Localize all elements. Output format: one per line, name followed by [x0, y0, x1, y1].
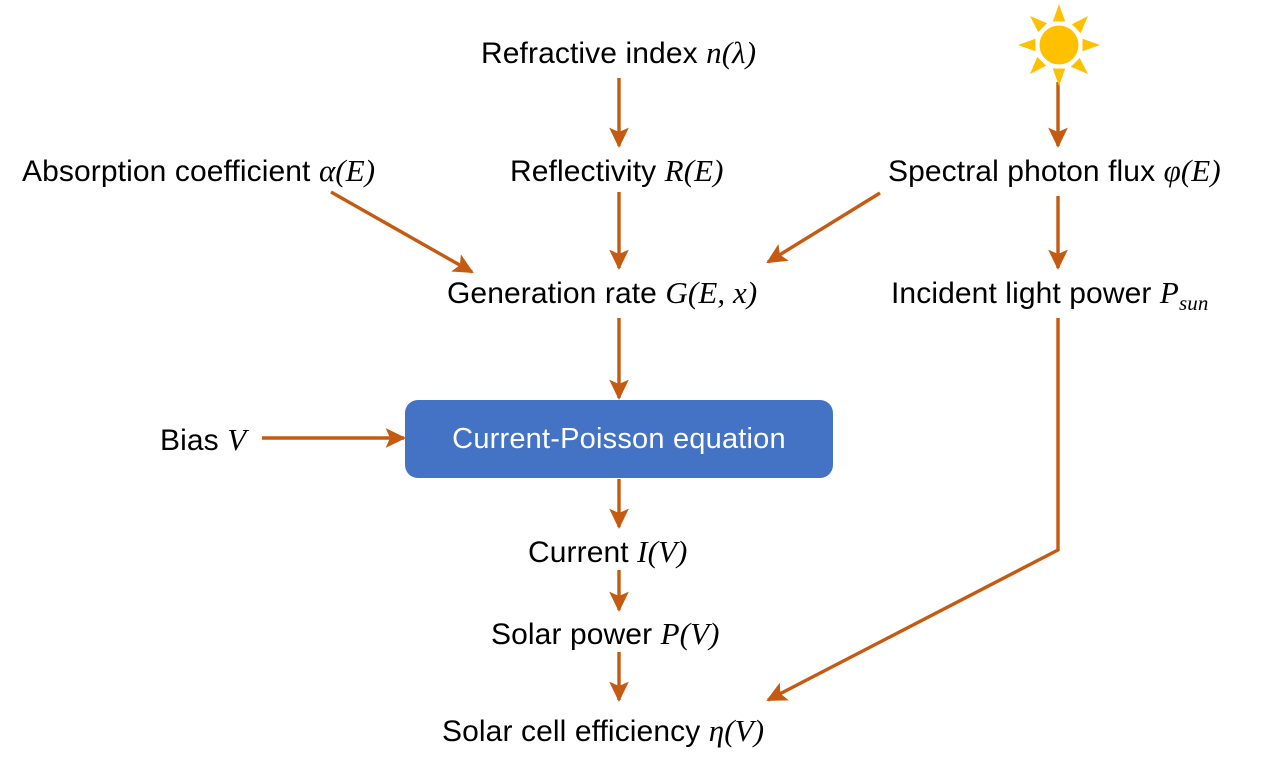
node-generation-rate: Generation rate G(E, x) [447, 273, 757, 314]
node-reflectivity: Reflectivity R(E) [510, 151, 724, 192]
node-current-prefix: Current [528, 536, 638, 569]
node-incident-light-power-prefix: Incident light power [891, 277, 1160, 310]
node-absorption-coefficient: Absorption coefficient α(E) [22, 151, 375, 192]
node-solar-cell-efficiency-symbol: η(V) [708, 713, 765, 748]
edge-spectral-photon-flux-to-generation-rate [766, 191, 881, 264]
node-bias-prefix: Bias [160, 424, 228, 457]
edge-absorption-coefficient-to-generation-rate [330, 190, 474, 274]
process-box-label: Current-Poisson equation [452, 422, 786, 455]
node-incident-light-power: Incident light power Psun [891, 273, 1208, 314]
node-incident-light-power-symbol: P [1159, 275, 1179, 310]
edge-incident-light-power-to-solar-cell-efficiency [766, 318, 1060, 702]
node-refractive-index-symbol: n(λ) [706, 35, 757, 70]
node-spectral-photon-flux: Spectral photon flux φ(E) [888, 151, 1221, 192]
node-absorption-coefficient-symbol: α(E) [318, 153, 376, 188]
node-reflectivity-prefix: Reflectivity [510, 155, 665, 188]
node-solar-power: Solar power P(V) [491, 614, 720, 655]
node-reflectivity-symbol: R(E) [664, 153, 724, 188]
node-spectral-photon-flux-prefix: Spectral photon flux [888, 155, 1164, 188]
node-refractive-index: Refractive index n(λ) [481, 33, 756, 74]
node-solar-cell-efficiency: Solar cell efficiency η(V) [442, 711, 764, 752]
node-solar-cell-efficiency-prefix: Solar cell efficiency [442, 715, 709, 748]
node-generation-rate-symbol: G(E, x) [665, 275, 758, 310]
node-solar-power-prefix: Solar power [491, 618, 661, 651]
node-solar-power-symbol: P(V) [660, 616, 720, 651]
process-box-current-poisson-equation[interactable]: Current-Poisson equation [405, 400, 833, 478]
node-incident-light-power-subscript: sun [1178, 291, 1209, 315]
node-refractive-index-prefix: Refractive index [481, 37, 707, 70]
node-current-symbol: I(V) [637, 534, 688, 569]
node-absorption-coefficient-prefix: Absorption coefficient [22, 155, 319, 188]
node-bias-symbol: V [227, 422, 247, 457]
node-generation-rate-prefix: Generation rate [447, 277, 666, 310]
node-bias: Bias V [160, 420, 246, 461]
node-spectral-photon-flux-symbol: φ(E) [1163, 153, 1221, 188]
node-current: Current I(V) [528, 532, 687, 573]
sun-icon [1018, 4, 1100, 86]
